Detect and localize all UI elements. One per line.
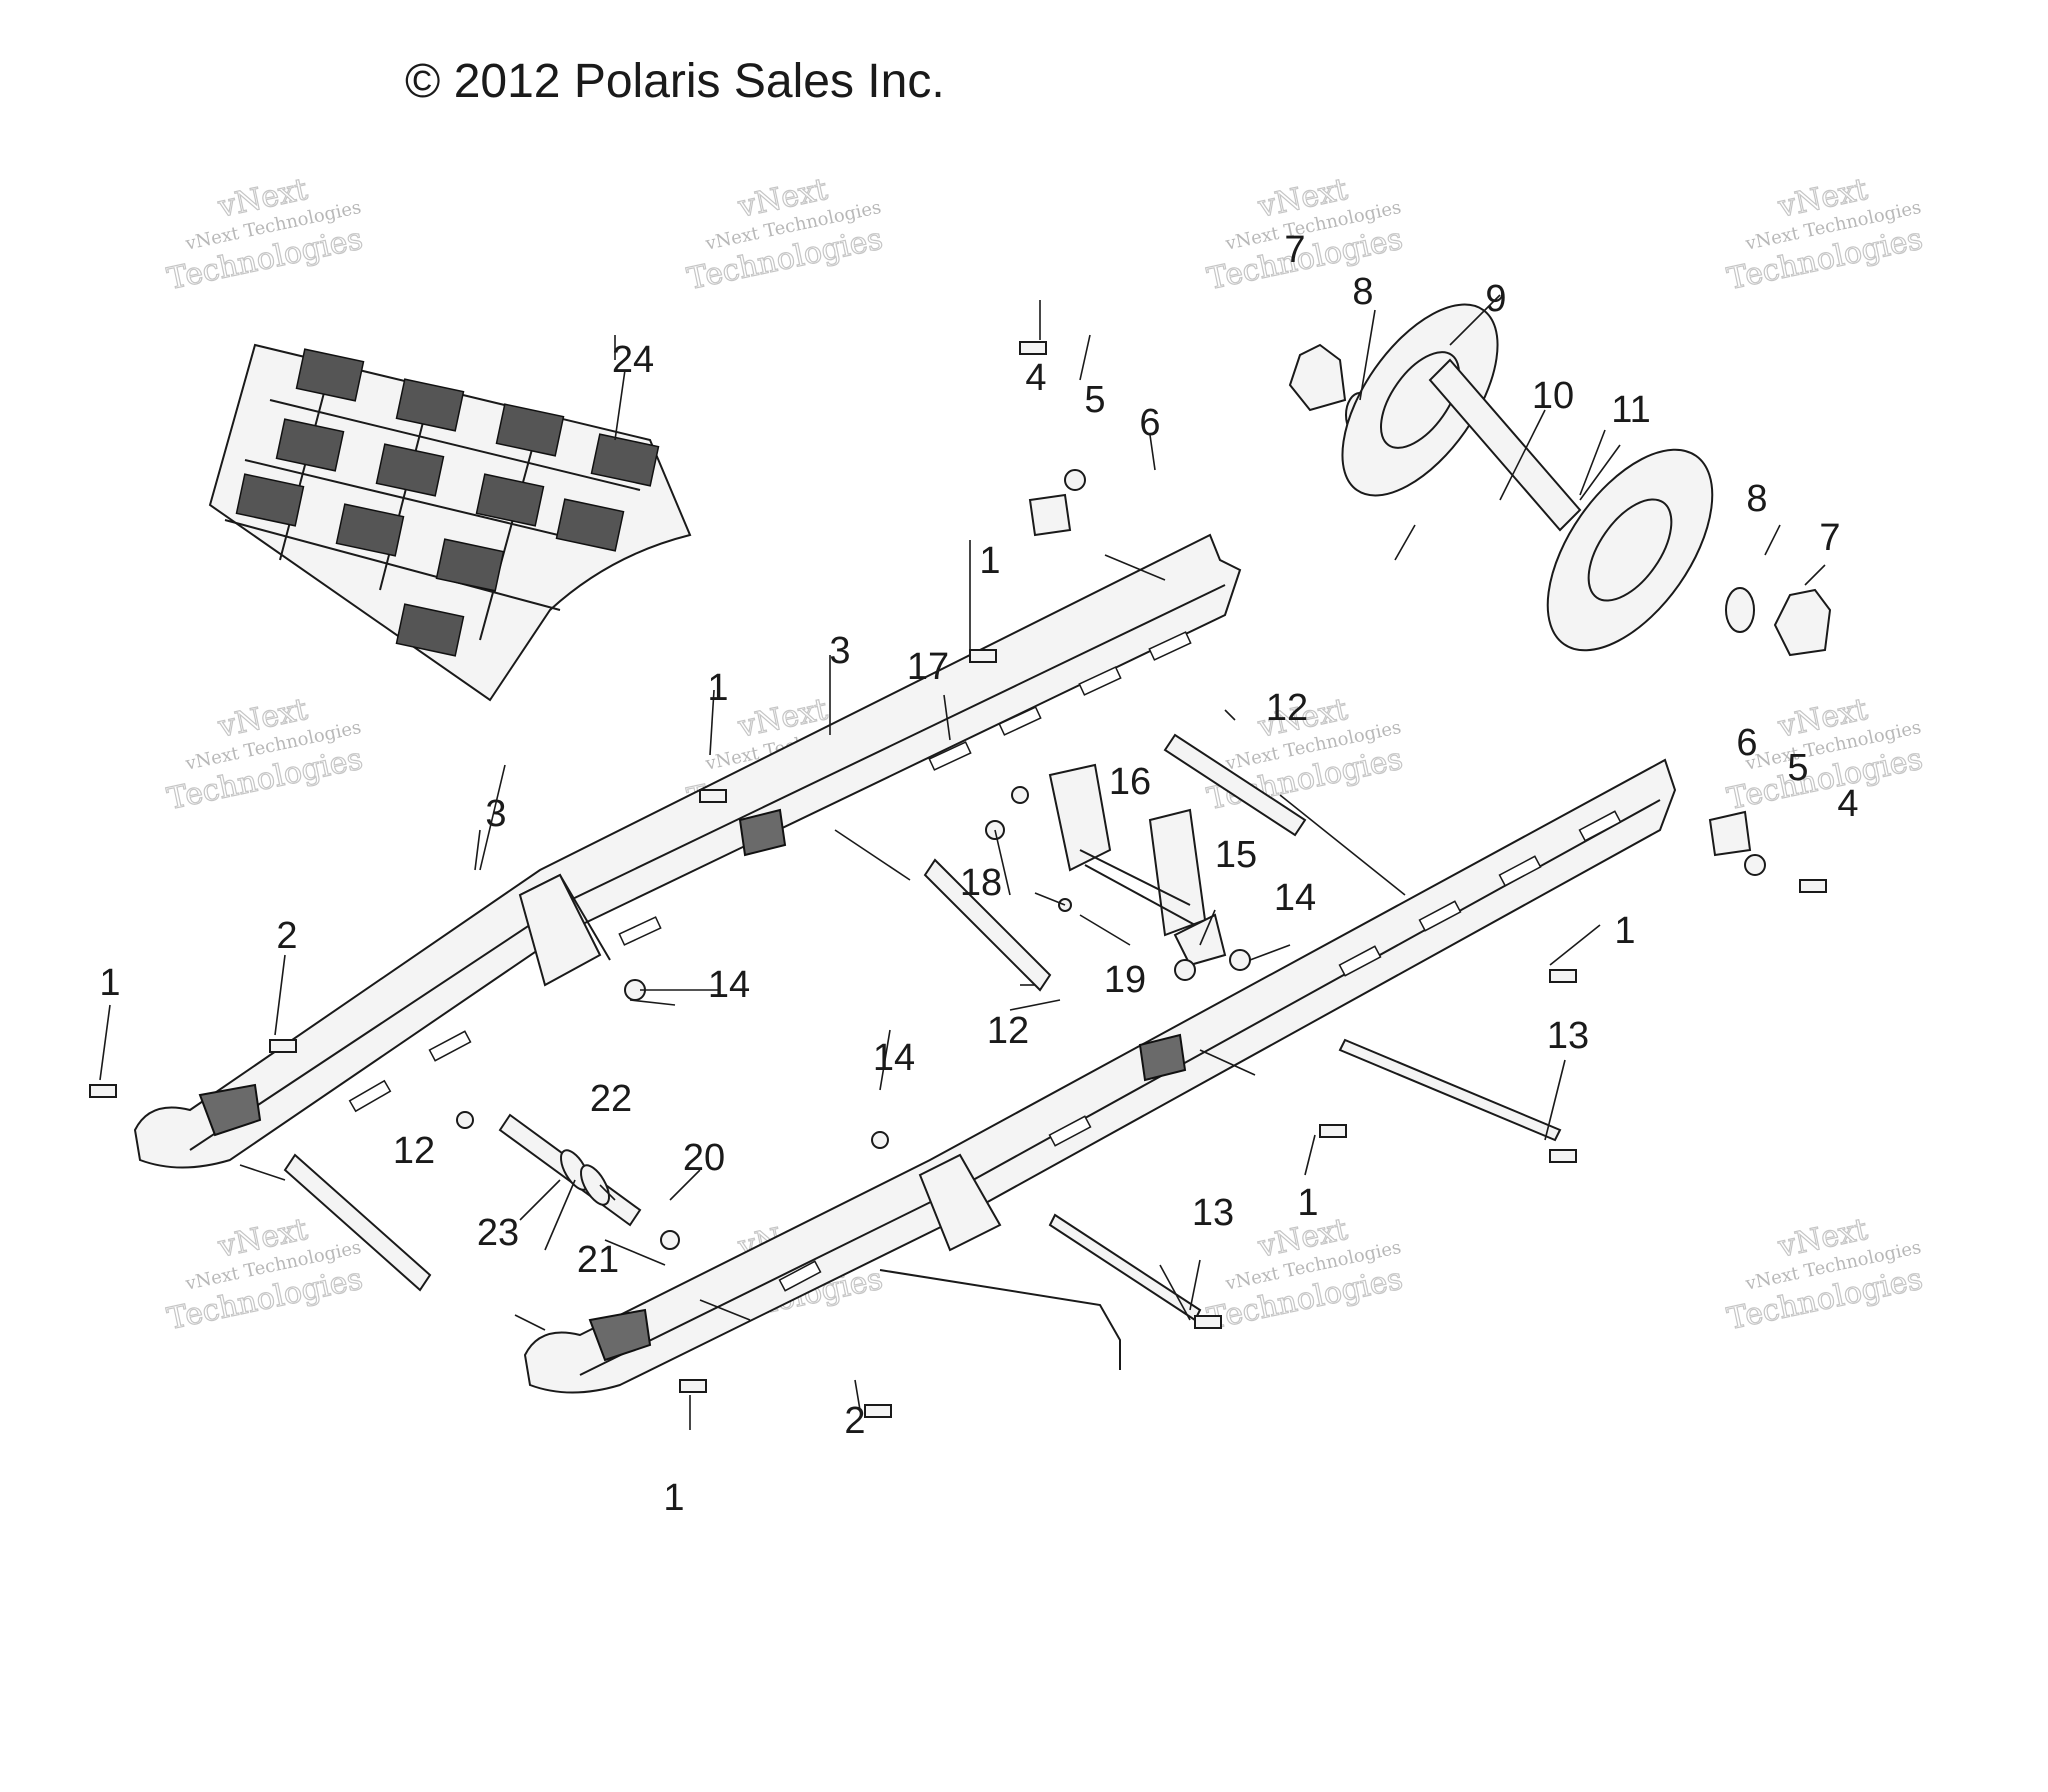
callout-12: 12 [393, 1130, 435, 1172]
callout-1: 1 [979, 540, 1000, 582]
watermark: vNext vNext Technologies Technologies [164, 171, 367, 297]
idler-wheel-assembly [1288, 303, 1832, 657]
callout-1: 1 [1297, 1182, 1318, 1224]
callout-1: 1 [663, 1477, 684, 1519]
callout-4: 4 [1025, 357, 1046, 399]
callout-1: 1 [707, 667, 728, 709]
callout-16: 16 [1109, 761, 1151, 803]
callout-17: 17 [907, 646, 949, 688]
ring-right [1725, 587, 1755, 633]
callout-3: 3 [485, 793, 506, 835]
callout-8: 8 [1746, 478, 1767, 520]
callout-19: 19 [1104, 959, 1146, 1001]
axle-spacer-assembly [498, 1113, 642, 1227]
callout-10: 10 [1532, 375, 1574, 417]
callout-22: 22 [590, 1078, 632, 1120]
callout-3: 3 [829, 630, 850, 672]
shock-bracket [1048, 763, 1227, 967]
rail-right [523, 758, 1677, 1394]
watermark: vNext vNext Technologies Technologies [1724, 1211, 1927, 1337]
callout-14: 14 [708, 964, 750, 1006]
watermark: vNext vNext Technologies Technologies [1724, 171, 1927, 297]
fasteners [89, 341, 1827, 1418]
leader-lines [99, 294, 1826, 1430]
watermark: vNext vNext Technologies Technologies [164, 691, 367, 817]
callout-labels: 1 1 1 1 1 1 2 2 3 3 4 4 5 5 6 6 7 7 8 8 … [99, 229, 1858, 1519]
callout-18: 18 [960, 862, 1002, 904]
callout-1: 1 [99, 962, 120, 1004]
callout-6: 6 [1736, 722, 1757, 764]
callout-23: 23 [477, 1212, 519, 1254]
callout-12: 12 [1266, 687, 1308, 729]
callout-8: 8 [1352, 271, 1373, 313]
callout-9: 9 [1485, 278, 1506, 320]
callout-2: 2 [844, 1400, 865, 1442]
watermark: vNext vNext Technologies Technologies [684, 171, 887, 297]
callout-7: 7 [1284, 229, 1305, 271]
callout-14: 14 [1274, 877, 1316, 919]
callout-4: 4 [1837, 783, 1858, 825]
callout-2: 2 [276, 915, 297, 957]
callout-1: 1 [1614, 910, 1635, 952]
callout-21: 21 [577, 1239, 619, 1281]
callout-13: 13 [1192, 1192, 1234, 1234]
callout-5: 5 [1787, 747, 1808, 789]
shafts [283, 733, 1562, 1322]
callout-7: 7 [1819, 517, 1840, 559]
callout-12: 12 [987, 1010, 1029, 1052]
watermark: vNext vNext Technologies Technologies [164, 1211, 367, 1337]
callout-15: 15 [1215, 834, 1257, 876]
callout-20: 20 [683, 1137, 725, 1179]
callout-13: 13 [1547, 1015, 1589, 1057]
rail-left [133, 533, 1242, 1169]
callout-24: 24 [612, 339, 654, 381]
callout-14: 14 [873, 1037, 915, 1079]
callout-5: 5 [1084, 379, 1105, 421]
track-section [208, 343, 692, 702]
callout-11: 11 [1611, 389, 1650, 431]
copyright-text: © 2012 Polaris Sales Inc. [405, 55, 945, 108]
callout-6: 6 [1139, 402, 1160, 444]
